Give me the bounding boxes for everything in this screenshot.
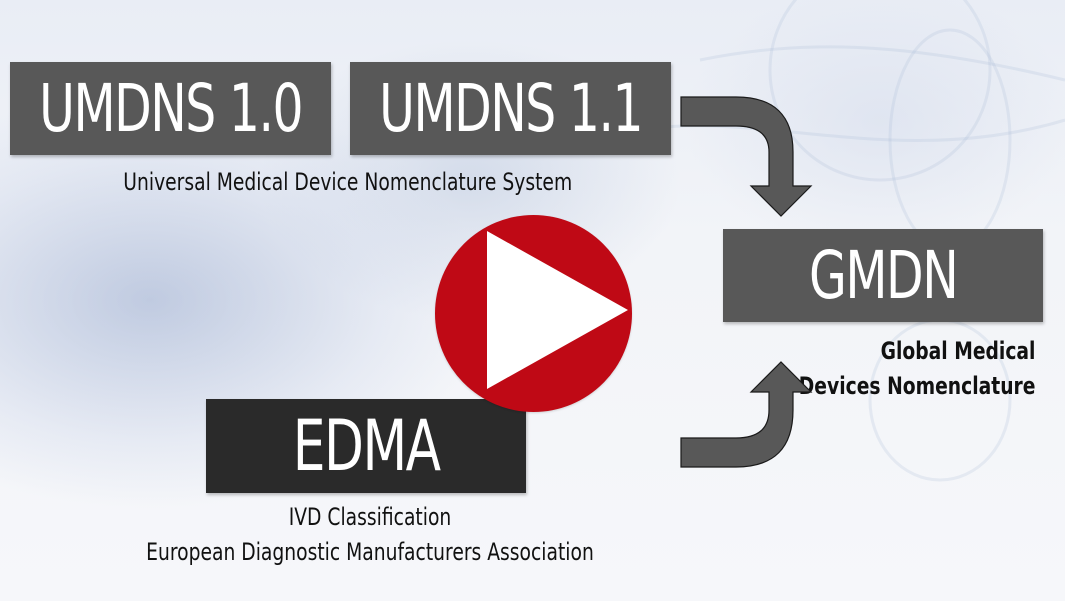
edma-caption: IVD Classification European Diagnostic M… xyxy=(60,500,680,570)
curved-arrow-down-icon xyxy=(680,96,813,217)
gmdn-label: GMDN xyxy=(808,237,959,314)
umdns-caption-text: Universal Medical Device Nomenclature Sy… xyxy=(123,168,573,196)
umdns-caption: Universal Medical Device Nomenclature Sy… xyxy=(60,168,620,196)
gmdn-caption-line-2: Devices Nomenclature xyxy=(798,372,1035,400)
gmdn-box: GMDN xyxy=(723,229,1043,322)
gmdn-caption: Global Medical Devices Nomenclature xyxy=(732,334,1035,404)
gmdn-caption-line-1: Global Medical xyxy=(880,337,1035,365)
play-button-icon xyxy=(487,231,628,389)
edma-caption-line-2: European Diagnostic Manufacturers Associ… xyxy=(146,538,594,566)
play-button[interactable] xyxy=(435,215,632,412)
umdns-1-1-box: UMDNS 1.1 xyxy=(350,62,671,155)
umdns-1-0-label: UMDNS 1.0 xyxy=(39,70,303,147)
umdns-1-1-label: UMDNS 1.1 xyxy=(379,70,643,147)
curved-arrow-up-icon xyxy=(680,361,813,468)
edma-caption-line-1: IVD Classification xyxy=(288,503,452,531)
edma-label: EDMA xyxy=(292,405,441,487)
edma-box: EDMA xyxy=(206,399,526,493)
umdns-1-0-box: UMDNS 1.0 xyxy=(10,62,331,155)
